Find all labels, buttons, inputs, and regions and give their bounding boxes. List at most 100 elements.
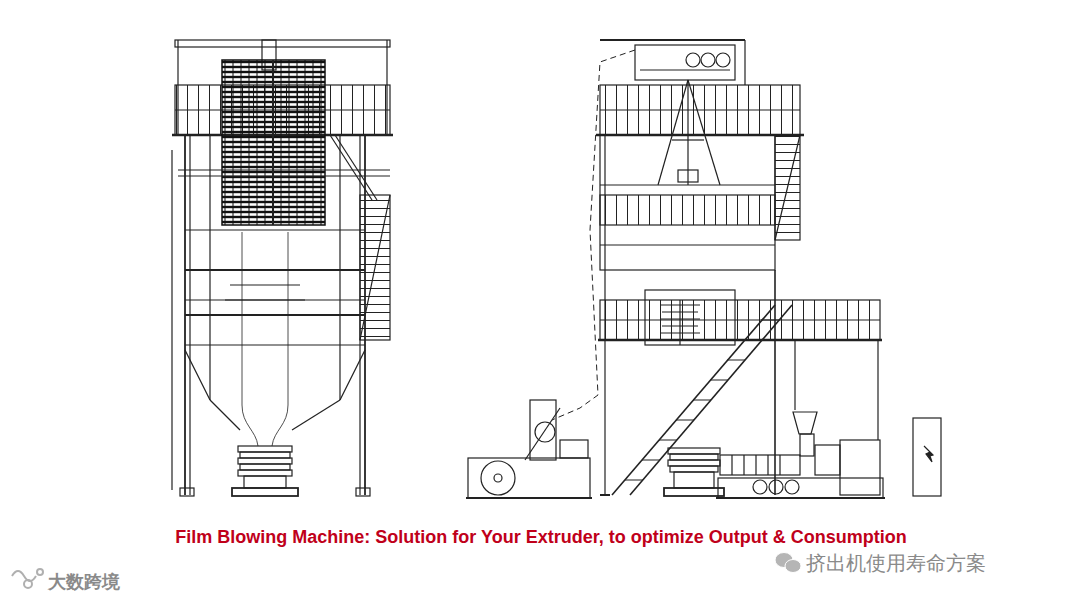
side-view-line — [600, 319, 880, 320]
front-view-tower — [232, 488, 298, 496]
front-view-tower — [244, 476, 286, 488]
side-view-line — [716, 497, 885, 499]
front-view-tower — [178, 175, 390, 176]
front-view-tower — [209, 135, 210, 400]
winder — [466, 400, 592, 498]
front-view-tower — [238, 446, 292, 452]
winder — [525, 408, 560, 460]
winder — [468, 458, 590, 498]
front-view-tower — [339, 135, 340, 400]
side-view-line — [600, 244, 775, 245]
wechat-icon — [775, 553, 801, 573]
side-view-line — [600, 109, 800, 110]
front-view-tower — [175, 40, 390, 47]
brand-logo — [37, 569, 43, 575]
side-view-line — [672, 139, 704, 140]
winder — [560, 440, 588, 458]
front-view-tower — [288, 232, 289, 405]
side-view-line — [670, 466, 718, 472]
side-view-line — [775, 135, 800, 240]
side-view-line — [793, 412, 817, 434]
side-view-line — [600, 184, 775, 185]
side-view-line — [688, 80, 720, 185]
front-view-tower — [210, 400, 240, 430]
winder — [466, 497, 592, 499]
front-view-tower — [238, 458, 292, 464]
side-view-line — [635, 45, 735, 80]
front-view-tower — [242, 405, 288, 446]
front-view-tower — [180, 488, 194, 496]
front-view-tower — [185, 299, 365, 300]
front-view-tower — [185, 350, 210, 400]
front-view-tower — [238, 470, 292, 476]
side-view-line — [815, 445, 840, 475]
front-view-tower — [172, 40, 393, 496]
winder — [530, 400, 556, 460]
side-view-line — [640, 69, 730, 70]
side-view-line — [732, 455, 780, 475]
side-view-line — [664, 488, 724, 496]
side-view-line — [686, 53, 700, 67]
front-view-tower — [225, 299, 305, 300]
side-view-line — [800, 434, 814, 456]
front-view-tower — [360, 195, 390, 340]
side-view-line — [794, 340, 795, 410]
front-view-tower — [330, 135, 372, 200]
side-view-line — [552, 40, 885, 498]
side-view-line — [678, 170, 698, 182]
side-view-line — [600, 85, 800, 135]
side-view-line — [670, 454, 718, 460]
winder — [494, 474, 502, 482]
side-view-line — [600, 135, 775, 270]
side-view-line — [785, 480, 799, 494]
electric-cabinet — [924, 446, 933, 462]
electric-cabinet — [913, 418, 941, 496]
side-view-line — [774, 270, 776, 495]
side-view-line — [753, 480, 767, 494]
front-view-tower — [185, 229, 365, 230]
wechat-icon — [785, 560, 801, 573]
electric-cabinet — [913, 418, 941, 496]
front-view-tower — [171, 150, 172, 490]
front-view-tower — [360, 195, 390, 340]
brand-logo — [12, 569, 43, 588]
side-view-line — [718, 478, 883, 498]
side-view-line — [701, 53, 715, 67]
winder — [535, 422, 555, 442]
winder — [481, 461, 515, 495]
front-view-tower — [222, 60, 325, 225]
watermark-text: 大数跨境 — [48, 571, 120, 593]
front-view-tower — [185, 269, 365, 271]
caption-text: Film Blowing Machine: Solution for Your … — [6, 526, 1076, 548]
watermark-text: 挤出机使用寿命方案 — [806, 551, 986, 575]
side-view-line — [598, 339, 882, 342]
front-view-tower — [240, 452, 290, 458]
side-view-line — [687, 80, 688, 185]
front-view-tower — [230, 284, 300, 285]
side-view-line — [668, 460, 720, 466]
side-view-line — [600, 195, 775, 225]
side-view-line — [775, 135, 800, 240]
front-view-tower — [240, 464, 290, 470]
front-view-tower — [335, 135, 377, 200]
side-view-line — [840, 440, 880, 495]
front-view-tower — [242, 232, 243, 405]
brand-logo — [24, 580, 32, 588]
front-view-tower — [356, 488, 370, 496]
side-view-line — [600, 494, 610, 496]
side-view-line — [658, 80, 688, 185]
side-view-line — [668, 448, 720, 454]
front-view-tower — [272, 60, 274, 225]
side-view-line — [600, 300, 880, 340]
front-view-tower — [340, 350, 365, 400]
side-view-line — [625, 320, 779, 480]
front-view-tower — [185, 314, 365, 316]
side-view-line — [877, 340, 878, 440]
side-view-line — [769, 480, 783, 494]
side-view-line — [600, 39, 745, 41]
front-view-tower — [292, 400, 340, 430]
front-view-tower — [185, 344, 365, 345]
side-view-line — [744, 40, 745, 85]
side-view-line — [716, 53, 730, 67]
